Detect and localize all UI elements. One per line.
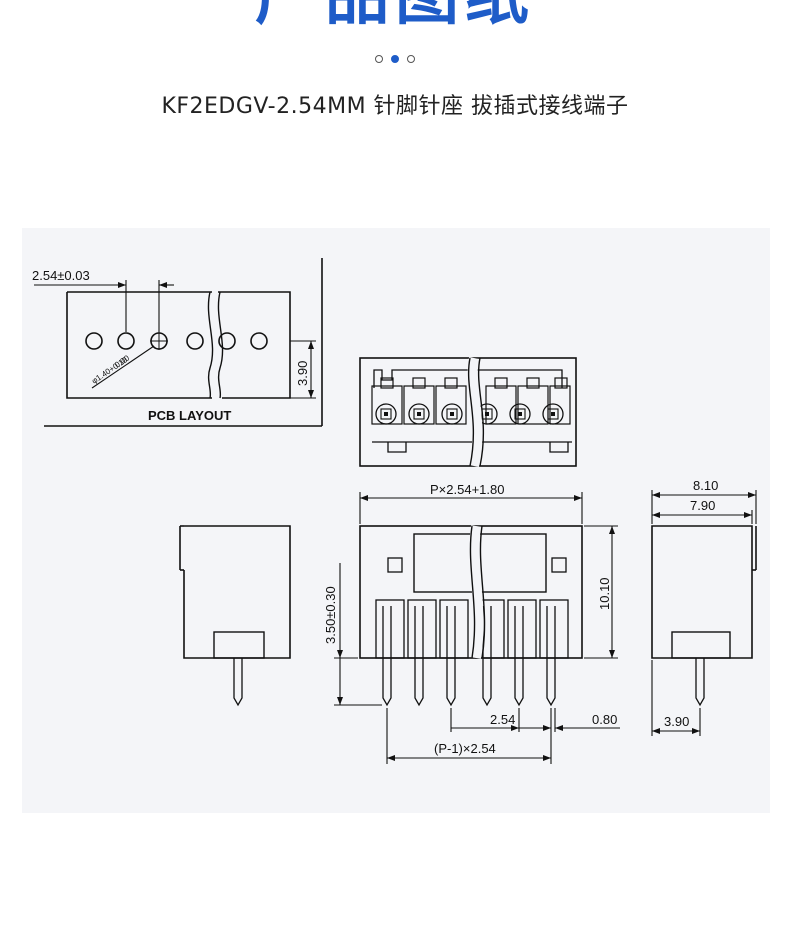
side-outer-width-label: 8.10 — [693, 478, 718, 493]
front-width-label: P×2.54+1.80 — [430, 482, 504, 497]
front-edge-label: 0.80 — [592, 712, 617, 727]
carousel-dot-1[interactable] — [375, 55, 383, 63]
carousel-dot-3[interactable] — [407, 55, 415, 63]
technical-drawing-panel: 2.54±0.03 φ1.40+0.10 0.00 3.90 PCB LAYOU… — [22, 228, 770, 813]
product-subtitle: KF2EDGV-2.54MM 针脚针座 拔插式接线端子 — [161, 94, 629, 119]
front-pitch-label: 2.54 — [490, 712, 515, 727]
front-pin-height-label: 3.50±0.30 — [323, 586, 338, 644]
connector-right-side-view — [651, 490, 757, 736]
page-title: 产品图纸 — [0, 0, 790, 32]
carousel-dots — [0, 52, 790, 66]
pcb-height-label: 3.90 — [295, 361, 310, 386]
technical-drawing: 2.54±0.03 φ1.40+0.10 0.00 3.90 PCB LAYOU… — [32, 258, 757, 764]
pcb-layout-caption: PCB LAYOUT — [148, 408, 231, 423]
connector-left-side-view — [179, 525, 291, 707]
connector-top-view — [359, 357, 577, 468]
connector-front-view — [334, 492, 620, 764]
side-inner-width-label: 7.90 — [690, 498, 715, 513]
pcb-pitch-label: 2.54±0.03 — [32, 268, 90, 283]
carousel-dot-2[interactable] — [391, 55, 399, 63]
front-height-label: 10.10 — [597, 577, 612, 610]
side-pin-offset-label: 3.90 — [664, 714, 689, 729]
front-span-label: (P-1)×2.54 — [434, 741, 496, 756]
pcb-layout-view — [34, 258, 323, 427]
